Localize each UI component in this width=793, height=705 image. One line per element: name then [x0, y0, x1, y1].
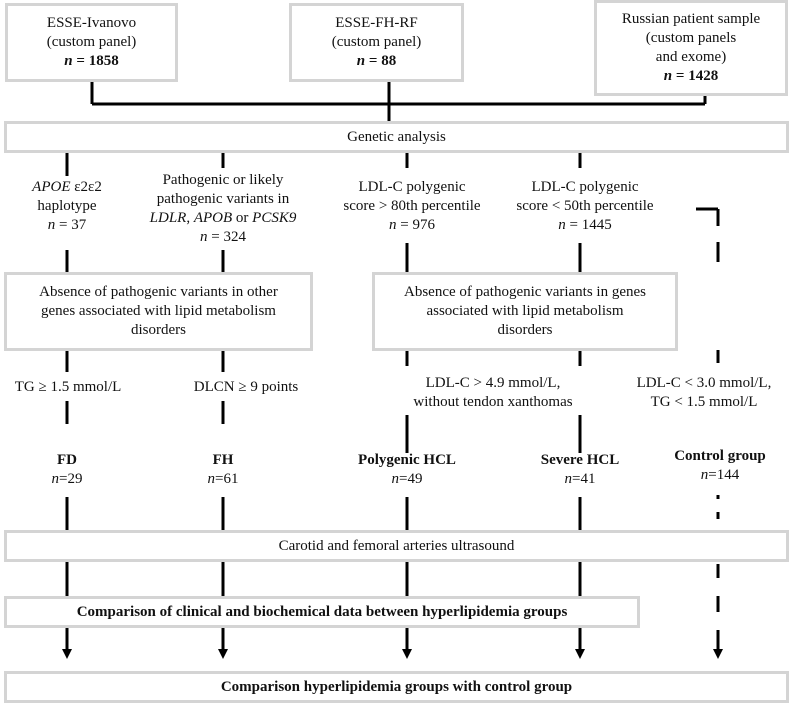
comparison-groups-box: Comparison of clinical and biochemical d…: [4, 596, 640, 628]
source-box-russian-sample: Russian patient sample (custom panels an…: [594, 0, 788, 96]
ultrasound-label: Carotid and femoral arteries ultrasound: [278, 537, 515, 554]
source-name: ESSE-Ivanovo: [46, 15, 137, 31]
group-polygenic-hcl: Polygenic HCL n=49: [358, 452, 456, 487]
group-control: Control group n=144: [674, 448, 766, 483]
source-name: Russian patient sample: [621, 11, 761, 27]
criterion-pathogenic: Pathogenic or likely pathogenic variants…: [149, 172, 297, 245]
source-n: n = 88: [356, 53, 397, 69]
flow-dashes: [62, 153, 585, 659]
condition-fh: DLCN ≥ 9 points: [193, 379, 299, 395]
comparison-control-box: Comparison hyperlipidemia groups with co…: [4, 671, 789, 703]
genetic-analysis-label: Genetic analysis: [347, 128, 446, 145]
source-box-esse-ivanovo: ESSE-Ivanovo (custom panel) n = 1858: [5, 3, 178, 82]
criterion-polygenic-low: LDL-C polygenic score < 50th percentile …: [516, 179, 654, 233]
comparison-groups-label: Comparison of clinical and biochemical d…: [76, 603, 568, 620]
criterion-polygenic-high: LDL-C polygenic score > 80th percentile …: [343, 179, 481, 233]
condition-control: LDL-C < 3.0 mmol/L, TG < 1.5 mmol/L: [636, 375, 772, 410]
absence-box-left: Absence of pathogenic variants in other …: [4, 272, 313, 351]
source-box-esse-fh-rf: ESSE-FH-RF (custom panel) n = 88: [289, 3, 464, 82]
source-desc: (custom panel): [46, 34, 137, 50]
source-n: n = 1858: [64, 53, 119, 69]
absence-box-right: Absence of pathogenic variants in genes …: [372, 272, 678, 351]
group-fh: FH n=61: [207, 452, 239, 487]
criterion-apoe: APOE ε2ε2 haplotype n = 37: [32, 179, 102, 233]
source-desc: and exome): [655, 49, 727, 65]
condition-fd: TG ≥ 1.5 mmol/L: [14, 379, 122, 395]
source-desc: (custom panel): [331, 34, 422, 50]
source-bracket: [90, 82, 707, 121]
comparison-control-label: Comparison hyperlipidemia groups with co…: [220, 678, 573, 695]
condition-polygenic: LDL-C > 4.9 mmol/L, without tendon xanth…: [413, 375, 573, 410]
source-n: n = 1428: [663, 68, 719, 84]
control-dashes: [696, 207, 723, 659]
group-fd: FD n=29: [51, 452, 83, 487]
source-desc: (custom panels: [645, 30, 737, 46]
ultrasound-box: Carotid and femoral arteries ultrasound: [4, 530, 789, 562]
group-severe-hcl: Severe HCL n=41: [540, 452, 620, 487]
source-name: ESSE-FH-RF: [335, 15, 418, 31]
genetic-analysis-box: Genetic analysis: [4, 121, 789, 153]
